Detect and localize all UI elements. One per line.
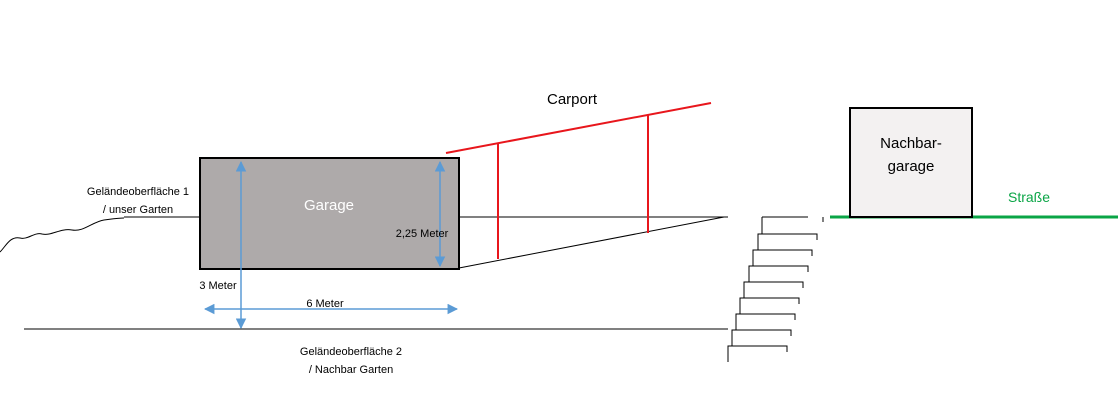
label-dim-garage-height: 2,25 Meter <box>396 228 449 240</box>
stairs <box>727 217 824 362</box>
label-dim-width: 6 Meter <box>306 298 344 310</box>
carport-structure <box>445 102 712 259</box>
label-terrain-1-line1: Geländeoberfläche 1 <box>87 186 189 198</box>
neighbor-garage-box <box>849 107 973 218</box>
ramp-line <box>458 216 725 269</box>
label-neighbor-garage-1: Nachbar- <box>880 135 942 152</box>
terrain-outline <box>0 217 125 253</box>
label-terrain-1-line2: / unser Garten <box>103 204 173 216</box>
label-street: Straße <box>1008 189 1050 205</box>
label-terrain-2-line2: / Nachbar Garten <box>309 364 393 376</box>
label-garage: Garage <box>304 197 354 214</box>
label-carport: Carport <box>547 91 598 108</box>
label-neighbor-garage-2: garage <box>888 158 935 175</box>
label-dim-total-height: 3 Meter <box>199 280 237 292</box>
carport-roof <box>445 102 712 154</box>
label-terrain-2-line1: Geländeoberfläche 2 <box>300 346 402 358</box>
